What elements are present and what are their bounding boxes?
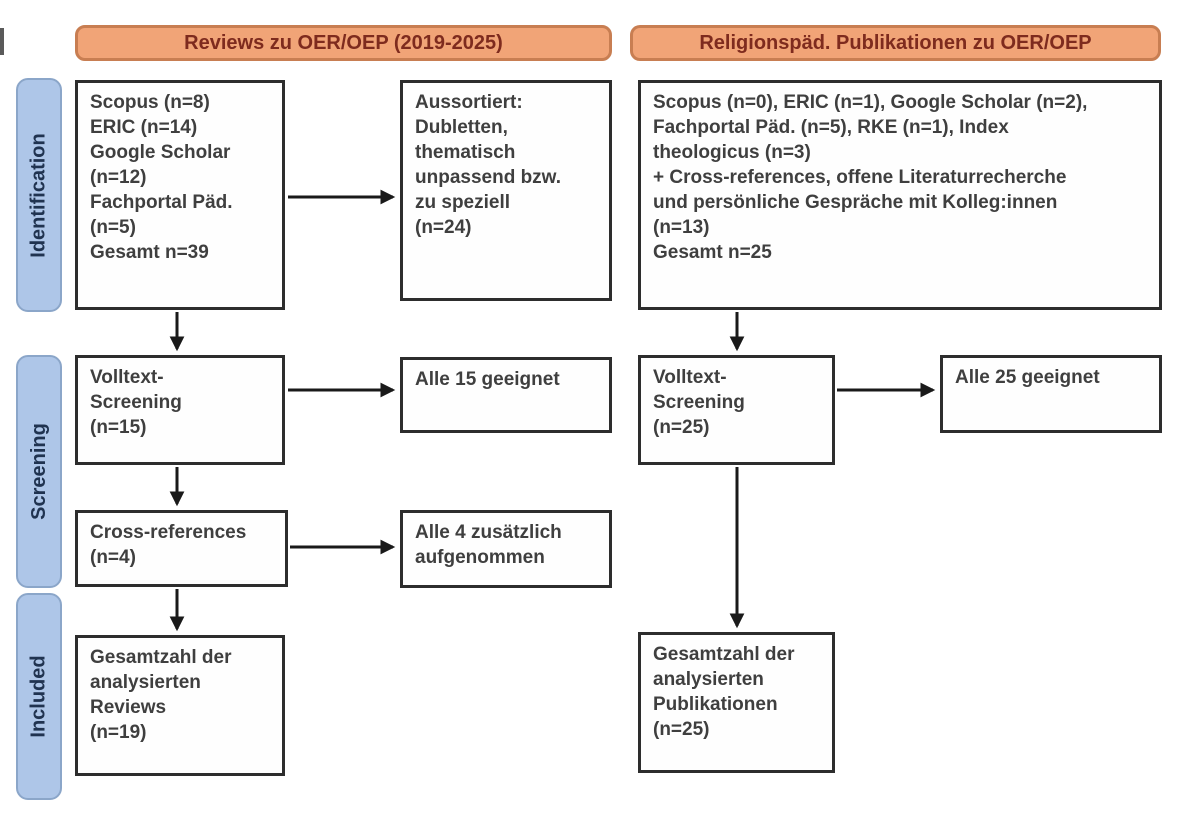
- phase-label-screening: Screening: [16, 355, 62, 588]
- phase-label-identification: Identification: [16, 78, 62, 312]
- phase-label-screening-text: Screening: [27, 423, 50, 520]
- publications-eligible-box: Alle 25 geeignet: [940, 355, 1162, 433]
- phase-label-identification-text: Identification: [27, 132, 50, 258]
- publications-total-box: Gesamtzahl der analysierten Publikatione…: [638, 632, 835, 773]
- reviews-fulltext-screening-box: Volltext- Screening (n=15): [75, 355, 285, 465]
- phase-label-included: Included: [16, 593, 62, 800]
- reviews-added-box: Alle 4 zusätzlich aufgenommen: [400, 510, 612, 588]
- reviews-sources-box: Scopus (n=8) ERIC (n=14) Google Scholar …: [75, 80, 285, 310]
- publications-fulltext-screening-box: Volltext- Screening (n=25): [638, 355, 835, 465]
- edge-artifact: [0, 28, 4, 55]
- reviews-cross-references-box: Cross-references (n=4): [75, 510, 288, 587]
- column-header-reviews: Reviews zu OER/OEP (2019-2025): [75, 25, 612, 61]
- reviews-eligible-box: Alle 15 geeignet: [400, 357, 612, 433]
- reviews-total-box: Gesamtzahl der analysierten Reviews (n=1…: [75, 635, 285, 776]
- phase-label-included-text: Included: [27, 655, 50, 738]
- reviews-discarded-box: Aussortiert: Dubletten, thematisch unpas…: [400, 80, 612, 301]
- column-header-religionspaed: Religionspäd. Publikationen zu OER/OEP: [630, 25, 1161, 61]
- publications-sources-box: Scopus (n=0), ERIC (n=1), Google Scholar…: [638, 80, 1162, 310]
